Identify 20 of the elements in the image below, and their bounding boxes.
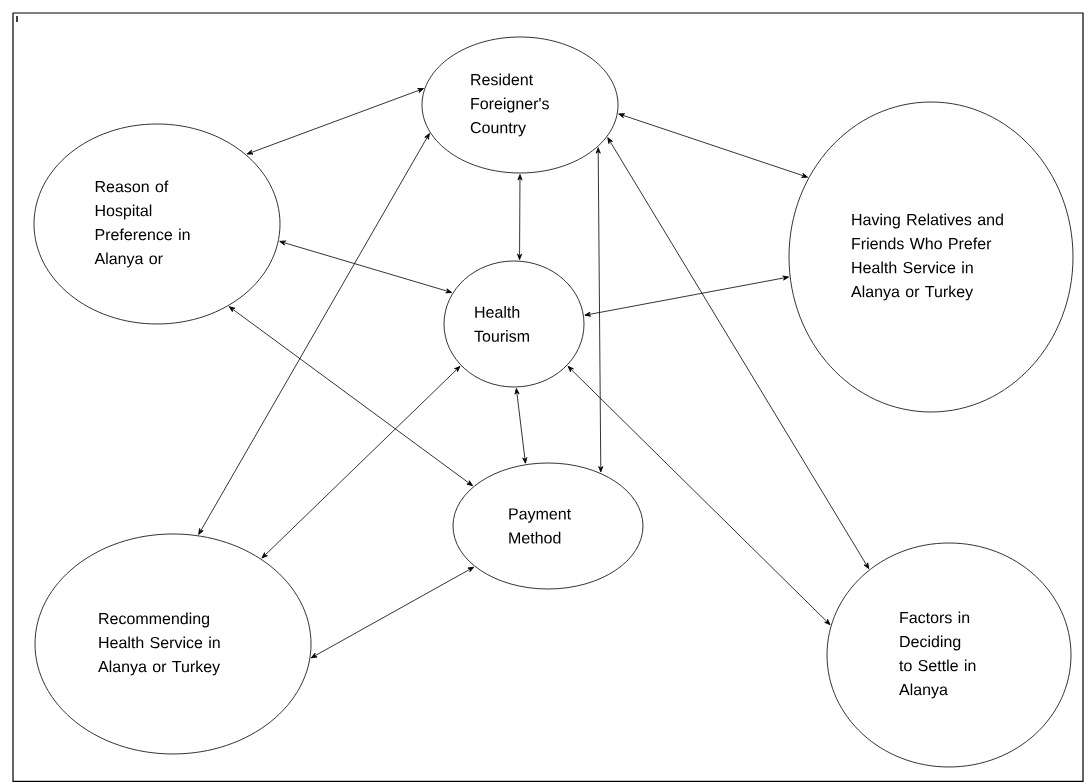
double-arrow [618,113,808,178]
ellipse-node: Reason of Hospital Preference in Alanya or [33,123,281,325]
double-arrow [517,174,523,261]
ellipse-node: Having Relatives and Friends Who Prefer Health Service in Alanya or Turkey [788,101,1074,413]
ellipse-node: Resident Foreigner's Country [421,36,619,174]
double-arrow [567,365,831,626]
double-arrow [261,365,461,559]
double-arrow [595,147,604,473]
double-arrow [514,388,528,464]
double-arrow [607,137,870,570]
double-arrow [310,566,475,659]
double-arrow [279,240,453,294]
double-arrow [228,306,473,487]
ellipse-node: Health Tourism [443,260,585,388]
double-arrow [246,88,424,155]
double-arrow [198,133,430,535]
ellipse-node: Payment Method [452,462,644,590]
ellipse-node: Factors in Deciding to Settle in Alanya [826,542,1072,768]
double-arrow [584,275,790,317]
ellipse-node: Recommending Health Service in Alanya or Turkey [34,533,312,755]
